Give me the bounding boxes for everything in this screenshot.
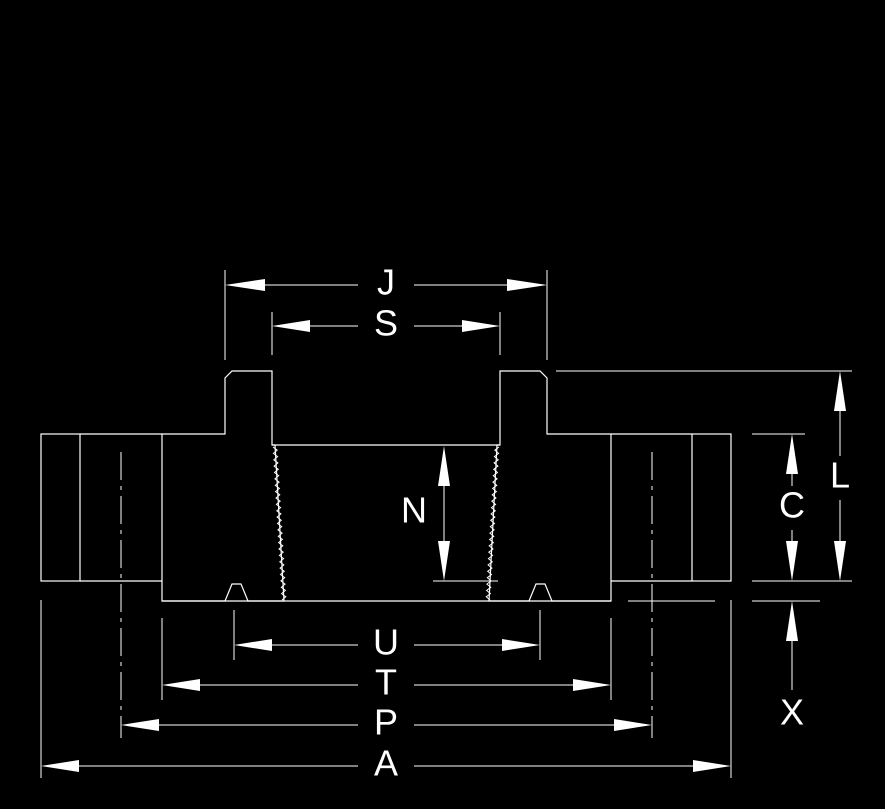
right-body-section <box>488 370 612 602</box>
dimension-A: A <box>41 743 731 784</box>
left-body-section <box>161 370 285 602</box>
dimension-N: N <box>401 446 450 581</box>
left-rim-section <box>40 433 81 582</box>
bolt-centerlines <box>120 452 653 738</box>
dimension-X: X <box>780 601 804 733</box>
label-S: S <box>374 303 398 344</box>
dimension-P: P <box>121 702 652 743</box>
label-A: A <box>374 743 398 784</box>
label-L: L <box>830 455 850 496</box>
right-rim-section <box>691 433 732 582</box>
label-T: T <box>375 662 397 703</box>
dimension-S: S <box>272 303 500 344</box>
bolt-hole-outline <box>80 433 692 602</box>
pipe-thread-marks <box>272 446 500 601</box>
extension-lines <box>40 270 852 778</box>
label-X: X <box>780 692 804 733</box>
dimension-J: J <box>225 262 547 303</box>
label-P: P <box>374 702 398 743</box>
label-N: N <box>401 490 427 531</box>
dimension-T: T <box>162 662 611 703</box>
dimension-C: C <box>779 434 805 581</box>
flange-section <box>40 370 732 602</box>
dimension-L: L <box>830 371 850 581</box>
dimension-U: U <box>234 622 540 663</box>
label-J: J <box>377 262 395 303</box>
label-U: U <box>373 622 399 663</box>
label-C: C <box>779 485 805 526</box>
